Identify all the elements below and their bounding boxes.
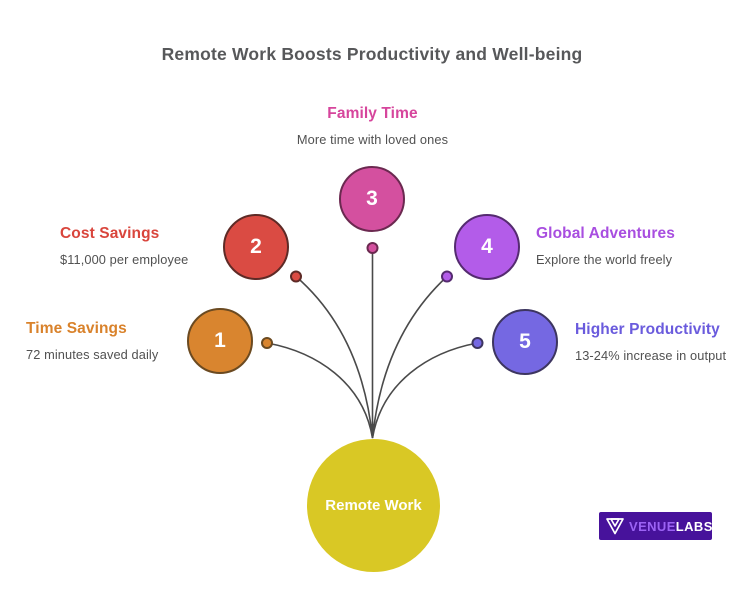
label-global-adventures: Global Adventures Explore the world free… — [536, 225, 675, 267]
label-time-savings: Time Savings 72 minutes saved daily — [26, 320, 158, 362]
node-number: 1 — [214, 329, 226, 352]
connector-path-4 — [371, 275, 448, 439]
node-number: 2 — [250, 235, 262, 258]
label-heading: Higher Productivity — [575, 321, 720, 338]
label-description: $11,000 per employee — [60, 252, 189, 267]
label-heading: Time Savings — [26, 320, 127, 337]
arrowhead-icon — [369, 424, 376, 439]
venuelabs-v-icon — [606, 518, 624, 535]
label-description: Explore the world freely — [536, 252, 673, 267]
node-number: 4 — [481, 235, 493, 258]
node-circle-higher-productivity: 5 — [492, 309, 558, 375]
label-description: 13-24% increase in output — [575, 348, 727, 363]
label-heading: Global Adventures — [536, 225, 675, 242]
node-circle-cost-savings: 2 — [223, 214, 289, 280]
label-heading: Cost Savings — [60, 225, 160, 242]
node-number: 5 — [519, 330, 531, 353]
label-family-time: Family Time More time with loved ones — [272, 105, 473, 147]
remote-work-center-node: Remote Work — [307, 439, 440, 572]
page-title: Remote Work Boosts Productivity and Well… — [161, 44, 583, 64]
connector-path-1 — [266, 342, 374, 439]
label-cost-savings: Cost Savings $11,000 per employee — [60, 225, 188, 267]
connector-curves — [266, 248, 478, 439]
venuelabs-logo-badge: VENUELABS — [599, 512, 712, 540]
connector-dot-1 — [261, 337, 273, 349]
node-number: 3 — [366, 187, 378, 210]
logo-brand-second: LABS — [675, 518, 713, 534]
connector-dot-5 — [471, 337, 484, 349]
label-description: More time with loved ones — [296, 132, 449, 147]
connector-path-5 — [371, 342, 478, 439]
node-circle-family-time: 3 — [339, 166, 405, 232]
node-circle-global-adventures: 4 — [454, 214, 520, 280]
connector-dot-2 — [290, 270, 302, 283]
connector-dot-3 — [366, 242, 379, 254]
label-higher-productivity: Higher Productivity 13-24% increase in o… — [575, 321, 726, 363]
connector-path-2 — [295, 275, 374, 439]
logo-text: VENUELABS — [629, 519, 713, 534]
node-circle-time-savings: 1 — [187, 308, 253, 374]
label-description: 72 minutes saved daily — [26, 347, 159, 362]
center-node-label: Remote Work — [325, 497, 422, 514]
connector-dot-4 — [441, 270, 453, 283]
label-heading: Family Time — [327, 105, 418, 122]
logo-brand-first: VENUE — [629, 518, 676, 534]
